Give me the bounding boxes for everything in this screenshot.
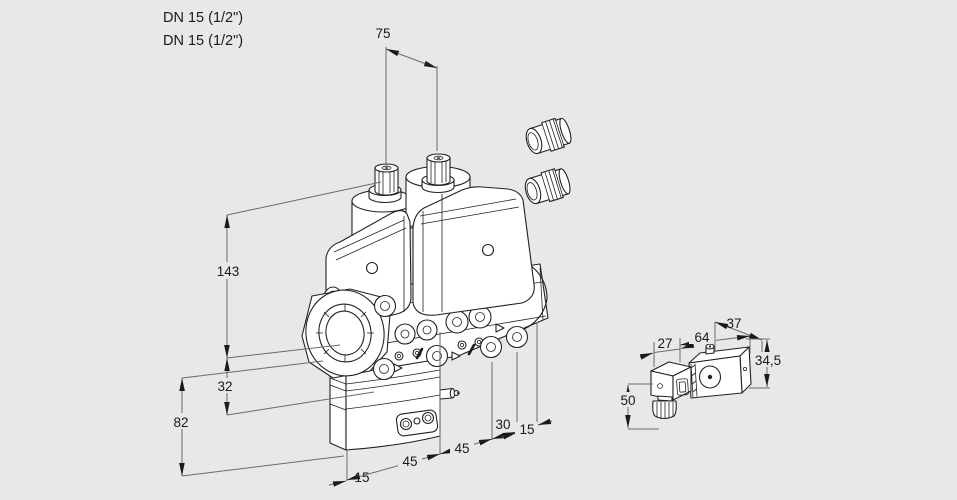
dim-75: 75 bbox=[368, 25, 438, 166]
left-port-flange bbox=[301, 288, 397, 381]
dim-37-label: 37 bbox=[726, 316, 741, 331]
coil-top-screw bbox=[705, 343, 715, 355]
solenoid-coil-part bbox=[650, 343, 752, 420]
left-adjustment-cap bbox=[368, 163, 402, 204]
dim-32-label: 32 bbox=[217, 379, 232, 394]
electrical-connector-plate bbox=[395, 409, 439, 437]
actuator-base-box bbox=[329, 351, 460, 451]
dim-34-5-label: 34,5 bbox=[755, 353, 781, 368]
dim-50-label: 50 bbox=[620, 393, 635, 408]
dim-75-label: 75 bbox=[375, 26, 390, 41]
dim-27: 27 bbox=[639, 336, 695, 367]
right-adjustment-cap bbox=[421, 153, 455, 194]
port-size-label-1: DN 15 (1/2") bbox=[163, 10, 243, 26]
dimension-annotations: DN 15 (1/2") DN 15 (1/2") 75 143 32 bbox=[163, 10, 786, 487]
dim-chain-bottom: 45 45 30 15 bbox=[346, 322, 553, 481]
double-solenoid-valve bbox=[301, 153, 549, 451]
knurled-nut bbox=[652, 395, 677, 420]
connector-plug bbox=[650, 361, 692, 401]
port-size-label-2: DN 15 (1/2") bbox=[163, 33, 243, 49]
dim-50: 50 bbox=[615, 383, 659, 430]
dim-32: 32 bbox=[212, 358, 375, 416]
dim-27-label: 27 bbox=[657, 336, 672, 351]
dim-143: 143 bbox=[210, 181, 382, 359]
chamber-sight-circles bbox=[394, 305, 492, 345]
dim-34-5: 34,5 bbox=[746, 338, 786, 389]
dim-45a-label: 45 bbox=[402, 454, 417, 469]
coil-body bbox=[688, 343, 752, 399]
side-pin bbox=[439, 387, 460, 400]
dim-15-base: 15 bbox=[328, 450, 375, 487]
dim-82-label: 82 bbox=[173, 415, 188, 430]
flow-direction-arrows bbox=[393, 323, 505, 373]
cable-gland-upper bbox=[525, 117, 572, 155]
dim-30-label: 30 bbox=[495, 417, 510, 432]
dim-143-label: 143 bbox=[217, 264, 240, 279]
dim-82: 82 bbox=[167, 360, 345, 477]
cable-gland-lower bbox=[524, 168, 571, 205]
dim-45b-label: 45 bbox=[454, 441, 469, 456]
dim-15-chain-label: 15 bbox=[519, 422, 534, 437]
dim-64-label: 64 bbox=[694, 330, 710, 345]
port-thread-ticks bbox=[316, 304, 374, 362]
right-solenoid-housing bbox=[412, 186, 535, 316]
